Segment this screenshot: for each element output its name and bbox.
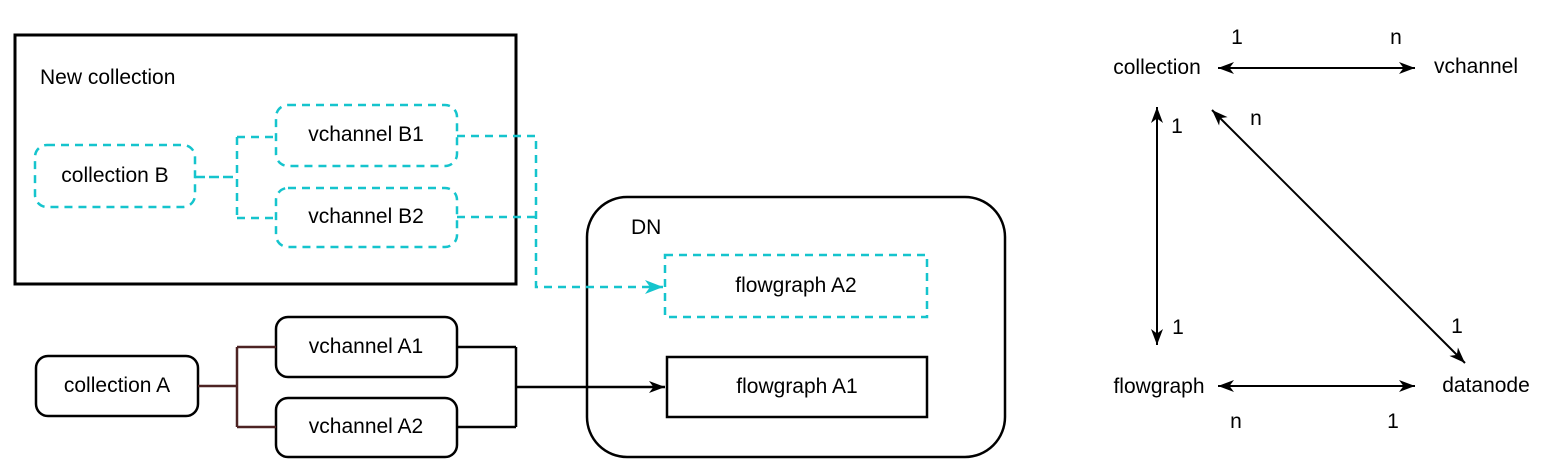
flowgraph-a1-label: flowgraph A1 <box>736 375 858 398</box>
vchannel-b1-box <box>274 103 459 168</box>
flowgraph-a2-label: flowgraph A2 <box>735 274 857 297</box>
cardinality-flowgraph-datanode-1: 1 <box>1387 410 1399 433</box>
entity-flowgraph-label: flowgraph <box>1113 375 1205 398</box>
collection-b-label: collection B <box>61 164 169 187</box>
vchannel-b1-label: vchannel B1 <box>308 123 424 146</box>
entity-vchannel-label: vchannel <box>1433 55 1519 78</box>
new-collection-group-title: New collection <box>40 66 176 89</box>
cardinality-collection-vchannel-n: n <box>1390 26 1402 49</box>
cardinality-vchannel-datanode-1: 1 <box>1451 315 1463 338</box>
vchannel-a2-label: vchannel A2 <box>308 415 424 438</box>
dn-group-title: DN <box>631 216 662 239</box>
vchannel-b2-label: vchannel B2 <box>308 205 424 228</box>
collection-b-branch-connector <box>235 135 276 220</box>
vchannel-a-merge-connector <box>457 345 518 429</box>
vchannel-datanode-arrow <box>1211 109 1466 364</box>
collection-a-label: collection A <box>63 374 171 397</box>
cardinality-collection-flowgraph-top-1: 1 <box>1171 115 1183 138</box>
cardinality-flowgraph-datanode-n: n <box>1230 410 1242 433</box>
vchannel-a1-label: vchannel A1 <box>308 335 424 358</box>
vchannel-b2-box <box>274 186 459 249</box>
cardinality-vchannel-datanode-n: n <box>1250 107 1262 130</box>
entity-collection-label: collection <box>1113 56 1201 79</box>
collection-a-branch-connector <box>198 345 276 429</box>
cardinality-collection-vchannel-1: 1 <box>1231 26 1243 49</box>
vchannel-b-to-flowgraph-a2-arrow <box>457 134 663 294</box>
entity-datanode-label: datanode <box>1442 374 1530 397</box>
cardinality-collection-flowgraph-bottom-1: 1 <box>1172 316 1184 339</box>
flowgraph-a1-box <box>665 355 929 419</box>
flowgraph-a2-box <box>663 253 929 319</box>
